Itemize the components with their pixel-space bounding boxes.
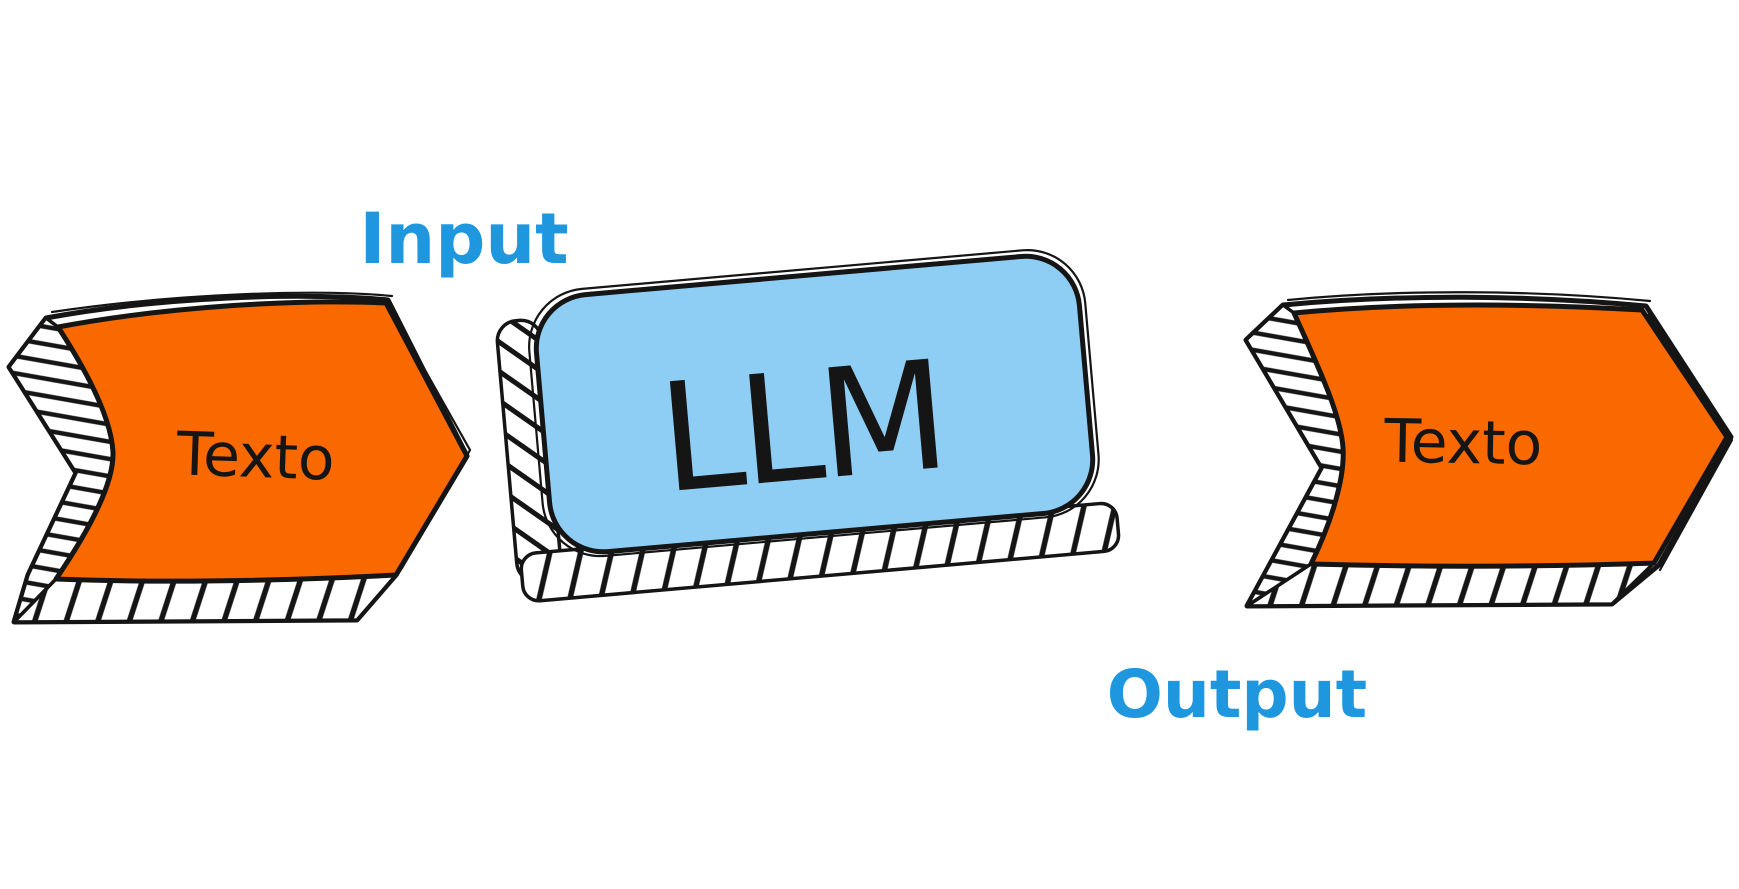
llm-box-sketch-line <box>528 249 1100 558</box>
llm-box-label: LLM <box>653 329 952 527</box>
input-label: Input <box>359 198 568 280</box>
left-arrow-node: Texto <box>6 291 472 625</box>
right-arrow-sketch-line <box>1286 291 1734 572</box>
llm-box-node: LLM <box>495 249 1121 603</box>
left-arrow-body <box>53 299 470 584</box>
right-arrow-body <box>1291 302 1730 569</box>
llm-box-body <box>533 253 1096 555</box>
left-arrow-label: Texto <box>174 419 335 495</box>
right-arrow-shadow-band <box>1245 561 1656 608</box>
right-arrow-node: Texto <box>1243 291 1734 609</box>
right-arrow-label: Texto <box>1383 407 1543 480</box>
output-label: Output <box>1107 656 1367 733</box>
left-arrow-sketch-line <box>50 291 472 570</box>
